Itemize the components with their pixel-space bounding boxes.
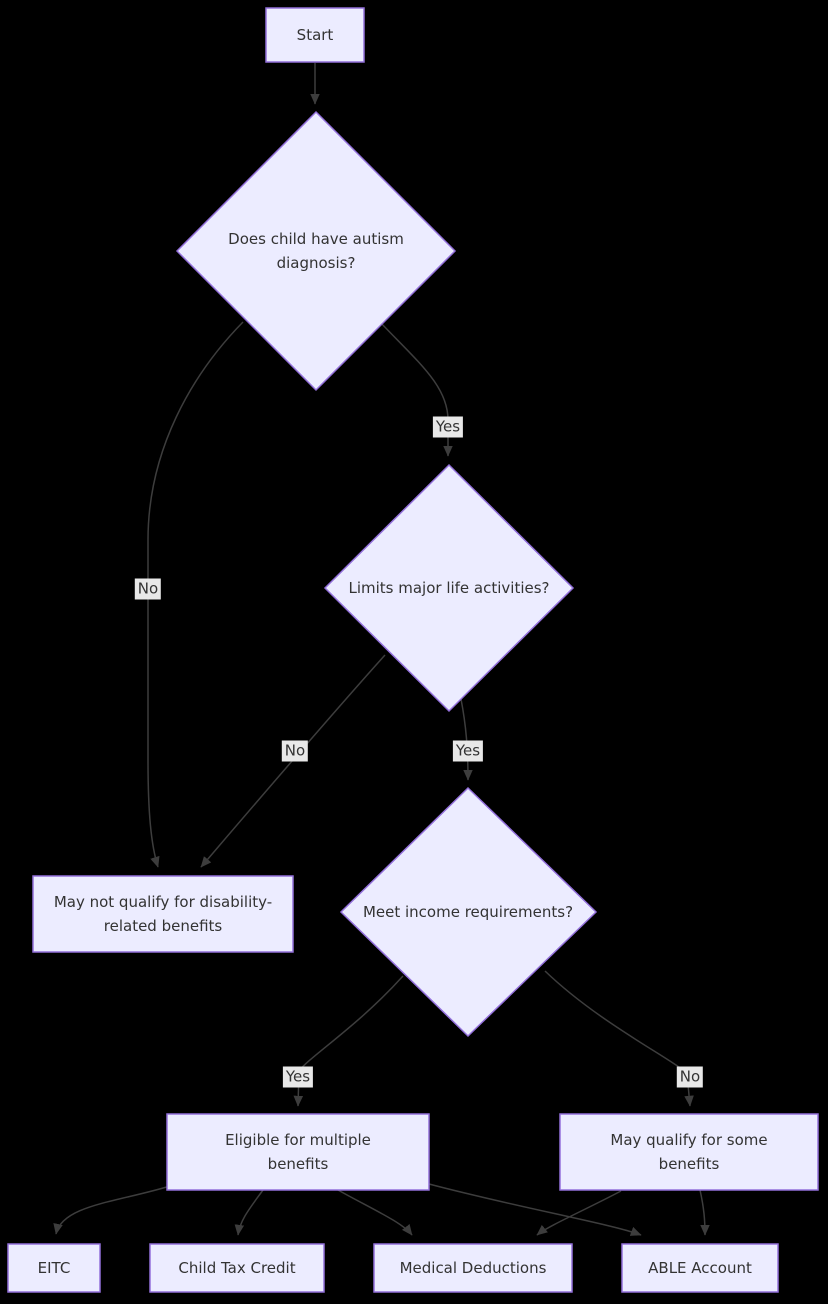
edge-multiple-able bbox=[428, 1183, 642, 1236]
edge-multiple-medical bbox=[337, 1189, 413, 1236]
edge-multiple-ctc bbox=[234, 1189, 264, 1236]
edge-some-able bbox=[699, 1189, 710, 1236]
income-decision-shape bbox=[339, 786, 598, 1038]
autism-decision-label: Does child have autism diagnosis? bbox=[228, 230, 404, 272]
eitc-node-label: EITC bbox=[37, 1259, 71, 1277]
limits-decision-shape bbox=[323, 463, 575, 713]
edge-autism-limits-yes bbox=[379, 321, 453, 457]
autism-decision-shape bbox=[175, 110, 457, 392]
eitc-node-shape bbox=[7, 1243, 101, 1293]
edge-label-income-some-no: No bbox=[676, 1066, 704, 1088]
edge-label-autism-notqualify-no: No bbox=[134, 578, 162, 600]
start-node-label: Start bbox=[296, 26, 334, 44]
edge-some-medical bbox=[536, 1190, 622, 1236]
edge-label-autism-limits-yes: Yes bbox=[432, 416, 464, 438]
edge-limits-income-yes bbox=[460, 698, 473, 781]
edge-label-income-multiple-yes: Yes bbox=[282, 1066, 314, 1088]
edge-label-limits-income-yes: Yes bbox=[452, 740, 484, 762]
multiple-benefits-node-shape bbox=[166, 1113, 430, 1191]
edge-autism-notqualify-no bbox=[147, 321, 244, 868]
not-qualify-node-shape bbox=[32, 875, 294, 953]
edge-income-multiple-yes bbox=[293, 975, 404, 1107]
ctc-node-label: Child Tax Credit bbox=[178, 1259, 296, 1277]
medical-node-shape bbox=[373, 1243, 573, 1293]
edge-multiple-eitc bbox=[53, 1185, 171, 1235]
node-shape-group bbox=[7, 7, 819, 1293]
some-benefits-node-label: May qualify for some benefits bbox=[610, 1131, 768, 1173]
able-node-label: ABLE Account bbox=[648, 1259, 752, 1277]
medical-node-label: Medical Deductions bbox=[399, 1259, 547, 1277]
edge-label-limits-notqualify-no: No bbox=[281, 740, 309, 762]
not-qualify-node-label: May not qualify for disability-related b… bbox=[53, 893, 273, 935]
edge-limits-notqualify-no bbox=[200, 654, 386, 868]
ctc-node-shape bbox=[149, 1243, 325, 1293]
income-decision-label: Meet income requirements? bbox=[362, 903, 574, 921]
edge-income-some-no bbox=[544, 970, 694, 1107]
limits-decision-label: Limits major life activities? bbox=[348, 579, 550, 597]
multiple-benefits-node-label: Eligible for multiple benefits bbox=[225, 1131, 371, 1173]
edge-group bbox=[53, 63, 710, 1236]
able-node-shape bbox=[621, 1243, 779, 1293]
some-benefits-node-shape bbox=[559, 1113, 819, 1191]
start-node-shape bbox=[265, 7, 365, 63]
